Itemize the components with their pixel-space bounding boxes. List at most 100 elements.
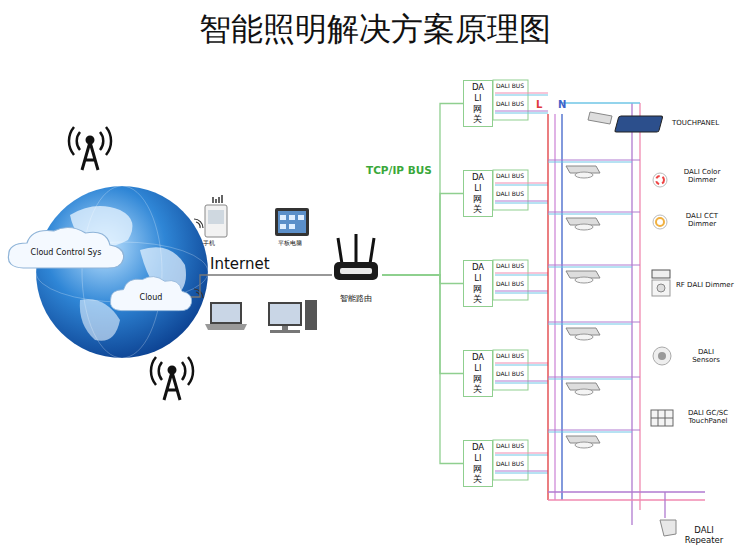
bus-label: DALI BUS bbox=[496, 83, 524, 90]
text-label: N bbox=[558, 99, 566, 111]
drawing-part bbox=[639, 103, 640, 510]
lamp-head bbox=[575, 172, 593, 178]
drawing-part bbox=[548, 491, 705, 492]
drawing-part bbox=[493, 80, 528, 120]
gateway-name: DALI 网关 bbox=[470, 442, 486, 485]
drawing-part bbox=[493, 350, 528, 390]
bus-wire bbox=[495, 381, 548, 382]
text-label: L bbox=[536, 99, 542, 111]
bus-label: DALI BUS bbox=[496, 443, 524, 450]
diagram-title: 智能照明解决方案原理图 bbox=[0, 8, 750, 52]
lamp-wire bbox=[548, 265, 640, 266]
device-label: TOUCHPANEL bbox=[672, 119, 719, 127]
bus-wire bbox=[495, 111, 548, 112]
dali-bus-wires bbox=[495, 93, 548, 473]
tablet-icon bbox=[275, 208, 309, 236]
bus-wire bbox=[495, 455, 548, 456]
router-body bbox=[334, 262, 378, 280]
lamp-wire bbox=[548, 212, 640, 213]
drawing-part bbox=[205, 324, 247, 330]
drawing-part bbox=[169, 367, 175, 373]
gateway-box: DALI 网关 bbox=[463, 350, 493, 397]
gateway-box: DALI 网关 bbox=[463, 170, 493, 217]
gateway-frame bbox=[493, 80, 528, 480]
drawing-part bbox=[69, 127, 111, 155]
drawing-part bbox=[653, 215, 667, 229]
text-label: 手机 bbox=[203, 240, 215, 247]
bus-wire bbox=[495, 113, 548, 114]
connector bbox=[382, 275, 463, 374]
connector bbox=[382, 275, 463, 464]
bus-wire bbox=[495, 273, 548, 274]
device-label: DALI GC/SC TouchPanel bbox=[677, 409, 739, 425]
gateway-name: DALI 网关 bbox=[470, 352, 486, 395]
device-label: DALI Sensors bbox=[684, 348, 728, 364]
phone-icon bbox=[205, 195, 227, 237]
bus-label: DALI BUS bbox=[496, 191, 524, 198]
bus-label: DALI BUS bbox=[496, 371, 524, 378]
drawing-part bbox=[194, 219, 203, 228]
drawing-part bbox=[278, 211, 306, 233]
bus-label: DALI BUS bbox=[496, 263, 524, 270]
cloud-label: Cloud Control Sys bbox=[31, 248, 102, 257]
drawing-part bbox=[656, 218, 664, 226]
cloud-shape bbox=[5, 222, 127, 272]
gateway-box: DALI 网关 bbox=[463, 260, 493, 307]
drawing-part bbox=[151, 357, 193, 385]
lamp-head bbox=[575, 224, 593, 230]
cloud-outline bbox=[8, 227, 123, 268]
drawing-part bbox=[270, 330, 300, 333]
drawing-part bbox=[268, 302, 302, 326]
drawing-part bbox=[305, 300, 317, 330]
drawing-part bbox=[82, 142, 98, 170]
drawing-part bbox=[493, 170, 528, 210]
lamp-head bbox=[575, 277, 593, 283]
device-label: DALI CCT Dimmer bbox=[676, 212, 728, 228]
lamp-wire bbox=[548, 324, 632, 325]
bus-wire bbox=[495, 201, 548, 202]
drawing-part bbox=[548, 499, 705, 500]
connector bbox=[382, 194, 463, 276]
lamp-wire bbox=[548, 379, 632, 380]
bus-wire bbox=[495, 363, 548, 364]
bus-wire bbox=[495, 453, 548, 454]
drawing-part bbox=[212, 304, 240, 322]
lamp-wire bbox=[548, 160, 640, 161]
gateway-name: DALI 网关 bbox=[470, 262, 486, 305]
cloud-label: Cloud bbox=[140, 293, 163, 302]
bus-wire bbox=[495, 185, 548, 186]
drawing-part bbox=[658, 352, 666, 360]
drawing-part bbox=[562, 102, 640, 103]
edge-label: Internet bbox=[208, 256, 272, 273]
lamp-wire bbox=[548, 267, 632, 268]
drawing-part bbox=[275, 208, 309, 236]
drawing-part bbox=[554, 114, 555, 500]
bus-label: DALI BUS bbox=[496, 281, 524, 288]
drawing-part bbox=[631, 103, 632, 525]
gateway-name: DALI 网关 bbox=[470, 82, 486, 125]
device-label: DALI Color Dimmer bbox=[676, 168, 728, 184]
bus-label: DALI BUS bbox=[496, 353, 524, 360]
lamp-wire bbox=[548, 214, 632, 215]
bus-wire bbox=[495, 383, 548, 384]
drawing-part bbox=[87, 137, 93, 143]
lamp-fixtures bbox=[548, 112, 640, 448]
drawing-part bbox=[615, 116, 663, 132]
lamp-wire bbox=[548, 430, 640, 431]
bus-wire bbox=[495, 275, 548, 276]
lamp-head bbox=[575, 389, 593, 395]
lamp-wire bbox=[548, 162, 632, 163]
router-label: 智能路由 bbox=[340, 293, 372, 304]
drawing-part bbox=[493, 440, 528, 480]
lamp-head bbox=[575, 442, 593, 448]
device-label: RF DALI Dimmer bbox=[676, 281, 734, 289]
connector bbox=[190, 275, 332, 297]
cloud-node: Cloud Control Sys bbox=[5, 222, 127, 272]
drawing-part bbox=[652, 280, 670, 296]
router-antenna bbox=[338, 234, 374, 264]
bus-wire bbox=[495, 473, 548, 474]
bus-wire bbox=[495, 203, 548, 204]
drawing-part bbox=[213, 195, 222, 203]
bus-wire bbox=[495, 95, 548, 96]
globe bbox=[36, 186, 208, 358]
